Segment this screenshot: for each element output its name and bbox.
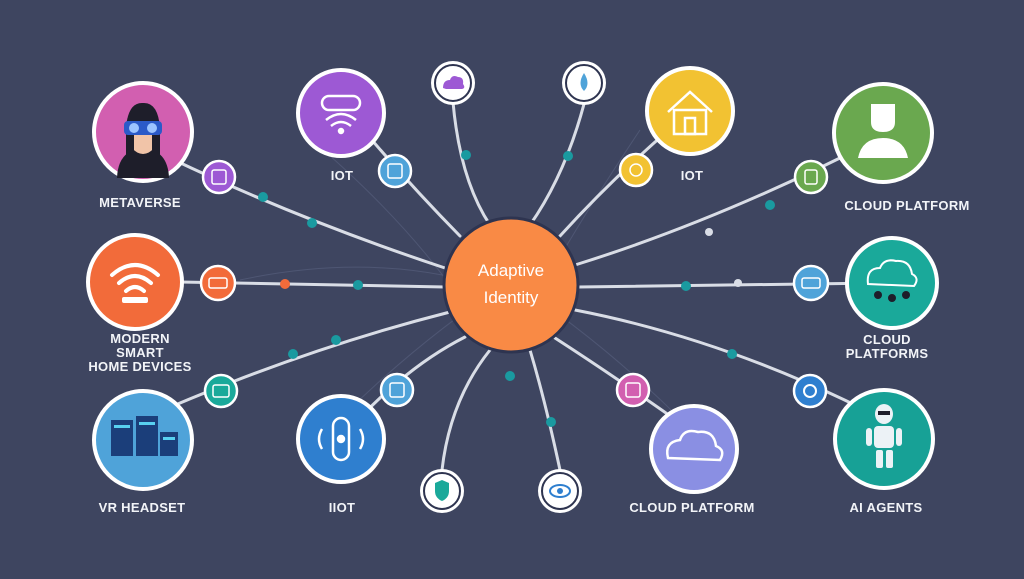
center-node: Adaptive Identity (442, 216, 580, 354)
server-rack-icon (111, 416, 178, 456)
node-vr-headset: VR HEADSET (92, 389, 194, 515)
grid-small-icon (625, 382, 641, 398)
eye-icon (549, 484, 571, 498)
node-circle (832, 82, 934, 184)
small-node-iot-left (377, 153, 413, 189)
center-label-line1: Adaptive (478, 261, 544, 280)
node-circle (86, 233, 184, 331)
small-node-cloud-top (431, 61, 475, 105)
connector-top-drop (528, 102, 586, 227)
node-label: IOT (681, 168, 704, 183)
drop-icon (580, 73, 588, 91)
house-icon (667, 90, 713, 136)
chip-icon (389, 382, 405, 398)
node-label: IIOT (329, 500, 355, 515)
node-circle (845, 236, 939, 330)
vr-avatar-icon (117, 102, 169, 178)
shield-icon (435, 480, 449, 501)
cloud-icon (666, 429, 724, 462)
connector-cloud-top (573, 136, 882, 267)
node-label: CLOUD PLATFORM (629, 500, 754, 515)
small-node-cloud-top-right (793, 159, 829, 195)
router-icon (801, 277, 821, 289)
card-icon (211, 169, 227, 185)
small-node-iiot (379, 372, 415, 408)
sensor-icon (317, 416, 365, 462)
node-cloud-platform-top: CLOUD PLATFORM (832, 82, 969, 213)
node-circle (649, 404, 739, 494)
node-iot-left: IOT (296, 68, 386, 183)
connector-cloud-platforms (576, 281, 882, 289)
screen-icon (212, 384, 230, 398)
line-dots (258, 150, 775, 427)
small-node-metaverse (201, 159, 237, 195)
node-label: IOT (331, 168, 354, 183)
cloud-network-icon (866, 259, 918, 302)
small-node-bottom-right (538, 469, 582, 513)
connector-top-cloud-small (451, 100, 492, 227)
small-node-iot-right (618, 152, 654, 188)
small-node-bottom-left (420, 469, 464, 513)
plug-icon (208, 277, 228, 289)
robot-icon (866, 404, 902, 468)
node-iiot: IIOT (296, 394, 386, 515)
node-label: CLOUD PLATFORM (844, 198, 969, 213)
connector-bottom-left-small (440, 348, 492, 472)
node-metaverse: METAVERSE (92, 81, 194, 210)
node-label-line2: PLATFORMS (846, 346, 929, 361)
small-node-ai (792, 373, 828, 409)
node-label-line1: CLOUD (863, 332, 911, 347)
wifi-icon (110, 263, 160, 303)
node-label: VR HEADSET (99, 500, 186, 515)
center-label-line2: Identity (484, 288, 539, 307)
small-node-smart-home (199, 264, 237, 302)
node-cloud-platform-bottom: CLOUD PLATFORM (629, 404, 754, 515)
node-label: METAVERSE (99, 195, 181, 210)
gear-icon (803, 384, 817, 398)
wifi-device-icon (320, 94, 362, 135)
node-label-line3: HOME DEVICES (88, 359, 191, 374)
node-ai-agents: AI AGENTS (833, 388, 935, 515)
small-node-cloud-bottom (615, 372, 651, 408)
connector-bottom-right-small (528, 348, 562, 472)
cloud-small-icon (443, 76, 465, 89)
device-icon (804, 169, 818, 185)
connector-vr (143, 310, 452, 420)
node-smart-home: MODERN SMART HOME DEVICES (86, 233, 191, 374)
node-iot-right: IOT (645, 66, 735, 183)
person-icon (858, 104, 908, 158)
target-icon (629, 163, 643, 177)
node-label: AI AGENTS (849, 500, 922, 515)
small-node-vr (203, 373, 239, 409)
node-cloud-platforms: CLOUD PLATFORMS (845, 236, 939, 361)
node-label-line2: SMART (116, 345, 164, 360)
grid-icon (387, 163, 403, 179)
small-node-cloud-platforms (792, 264, 830, 302)
small-node-drop-top (562, 61, 606, 105)
node-label-line1: MODERN (110, 331, 170, 346)
